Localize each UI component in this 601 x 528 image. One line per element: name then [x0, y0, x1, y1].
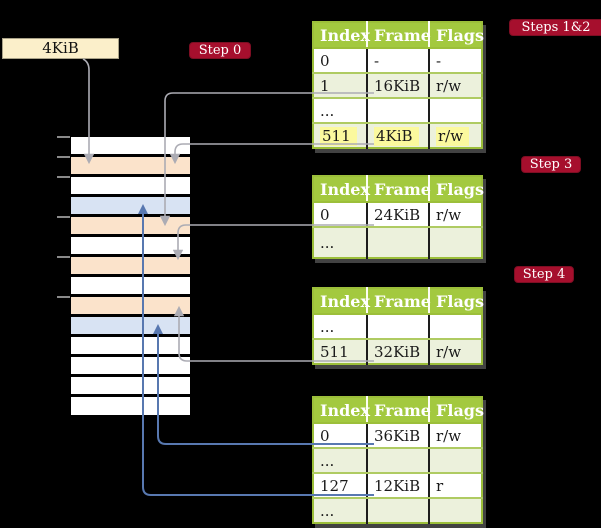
table-row: 127 12KiB r: [313, 473, 482, 499]
table-row: 511 32KiB r/w: [313, 339, 482, 364]
cell-frame: [367, 98, 430, 124]
cell-frame: 16KiB: [367, 73, 430, 99]
cell-frame: 32KiB: [367, 339, 430, 364]
cell-flags: r/w: [429, 123, 482, 148]
memory-frame-row-blue: [71, 317, 190, 337]
cell-index: 511: [313, 339, 368, 364]
cell-index: ...: [313, 314, 368, 340]
cell-index: 0: [313, 48, 368, 74]
col-header-frame: Frame: [367, 288, 431, 315]
cell-frame: 36KiB: [367, 423, 430, 449]
memory-tick: [57, 156, 70, 158]
table-header-row: Index Frame Flags: [313, 22, 484, 49]
table-row: 0 - -: [313, 48, 482, 74]
col-header-index: Index: [313, 397, 370, 424]
cell-flags: r/w: [429, 202, 482, 228]
memory-tick: [57, 216, 70, 218]
page-table-level-4: Index Frame Flags 0 36KiB r/w ... 127 12…: [312, 396, 484, 524]
table-header-row: Index Frame Flags: [313, 397, 484, 424]
badge-step-0: Step 0: [189, 42, 251, 59]
memory-tick: [57, 296, 70, 298]
cell-index: 511: [313, 123, 368, 148]
badge-step-3: Step 3: [521, 156, 581, 173]
memory-frame-row-blue: [71, 197, 190, 217]
memory-tick: [57, 176, 70, 178]
cell-index: 0: [313, 202, 368, 228]
memory-frame-row-white: [71, 137, 190, 157]
col-header-index: Index: [313, 176, 370, 203]
cell-index: ...: [313, 448, 368, 474]
table-row: ...: [313, 98, 482, 124]
memory-frame-row-white: [71, 357, 190, 377]
memory-frame-row-peach: [71, 297, 190, 317]
table-header-row: Index Frame Flags: [313, 288, 484, 315]
col-header-index: Index: [313, 22, 370, 49]
cell-frame: 12KiB: [367, 473, 430, 499]
memory-frame-row-white: [71, 337, 190, 357]
highlighted-value: 511: [320, 126, 357, 146]
col-header-index: Index: [313, 288, 370, 315]
badge-steps-1-2: Steps 1&2: [509, 19, 601, 36]
cell-frame: [367, 227, 430, 258]
col-header-flags: Flags: [429, 176, 484, 203]
table-row: 0 36KiB r/w: [313, 423, 482, 449]
cell-frame: -: [367, 48, 430, 74]
table-row: ...: [313, 448, 482, 474]
col-header-flags: Flags: [429, 22, 484, 49]
memory-frame-row-white: [71, 237, 190, 257]
cell-flags: [429, 448, 482, 474]
cell-flags: [429, 227, 482, 258]
col-header-frame: Frame: [367, 176, 431, 203]
page-table-level-1: Index Frame Flags 0 - - 1 16KiB r/w ... …: [312, 21, 484, 149]
cell-flags: r: [429, 473, 482, 499]
table-row-highlighted: 511 4KiB r/w: [313, 123, 482, 148]
table-row: ...: [313, 314, 482, 340]
table-row: 1 16KiB r/w: [313, 73, 482, 99]
col-header-frame: Frame: [367, 22, 431, 49]
table-row: ...: [313, 227, 482, 258]
cell-index: 127: [313, 473, 368, 499]
cell-flags: -: [429, 48, 482, 74]
table-row: ...: [313, 498, 482, 523]
memory-frame-row-white: [71, 397, 190, 415]
highlighted-value: 4KiB: [374, 126, 419, 146]
cell-index: 1: [313, 73, 368, 99]
highlighted-value: r/w: [436, 126, 470, 146]
table-header-row: Index Frame Flags: [313, 176, 484, 203]
cell-frame: 4KiB: [367, 123, 430, 148]
cell-flags: [429, 314, 482, 340]
cell-index: ...: [313, 227, 368, 258]
cell-flags: r/w: [429, 73, 482, 99]
table-row: 0 24KiB r/w: [313, 202, 482, 228]
col-header-flags: Flags: [429, 288, 484, 315]
cell-frame: 24KiB: [367, 202, 430, 228]
memory-frame-row-white: [71, 377, 190, 397]
cell-frame: [367, 448, 430, 474]
cell-index: ...: [313, 498, 368, 523]
cell-index: ...: [313, 98, 368, 124]
memory-frame-row-peach: [71, 257, 190, 277]
page-table-level-3: Index Frame Flags ... 511 32KiB r/w: [312, 287, 484, 365]
memory-frame-row-white: [71, 277, 190, 297]
cell-frame: [367, 498, 430, 523]
cell-index: 0: [313, 423, 368, 449]
cell-flags: r/w: [429, 339, 482, 364]
cell-flags: [429, 498, 482, 523]
memory-frame-row-peach: [71, 217, 190, 237]
memory-frame-row-white: [71, 177, 190, 197]
memory-tick: [57, 256, 70, 258]
frame-size-label-box: 4KiB: [2, 38, 119, 59]
col-header-frame: Frame: [367, 397, 431, 424]
badge-step-4: Step 4: [514, 266, 574, 283]
cell-flags: [429, 98, 482, 124]
memory-tick: [57, 136, 70, 138]
memory-strip: [71, 137, 190, 415]
col-header-flags: Flags: [429, 397, 484, 424]
memory-frame-row-peach: [71, 157, 190, 177]
page-table-level-2: Index Frame Flags 0 24KiB r/w ...: [312, 175, 484, 259]
cell-flags: r/w: [429, 423, 482, 449]
cell-frame: [367, 314, 430, 340]
